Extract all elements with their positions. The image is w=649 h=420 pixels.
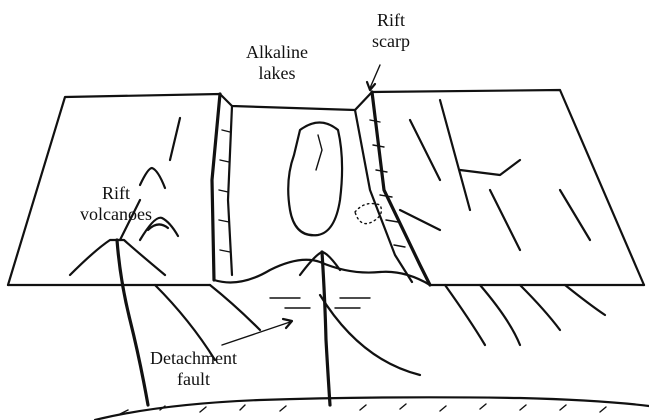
front-fault-7: [320, 295, 420, 375]
label-rift-scarp: Rift scarp: [372, 10, 410, 52]
left-block-line-1: [170, 118, 180, 160]
label-rift-scarp-line-2: scarp: [372, 31, 410, 52]
label-detachment-fault-line-1: Detachment: [150, 348, 237, 369]
front-fault-2: [210, 285, 260, 330]
front-fault-4: [480, 285, 520, 345]
front-fault-5: [520, 285, 560, 330]
right-block-fault-3: [460, 160, 520, 175]
alkaline-lake-outline: [288, 123, 342, 236]
label-rift-volcanoes-line-2: volcanoes: [80, 204, 152, 225]
right-rift-wall: [372, 92, 430, 285]
label-detachment-fault-line-2: fault: [150, 369, 237, 390]
right-block-fault-4: [490, 190, 520, 250]
volcano-central: [300, 252, 340, 275]
basal-layer-top: [95, 397, 649, 420]
front-fault-6: [565, 285, 605, 315]
lake-inner-line: [316, 135, 322, 170]
label-detachment-fault: Detachment fault: [150, 348, 237, 390]
label-rift-scarp-line-1: Rift: [372, 10, 410, 31]
front-fault-3: [445, 285, 485, 345]
right-block-fault-5: [560, 190, 590, 240]
label-rift-volcanoes-line-1: Rift: [80, 183, 152, 204]
right-block-fault-2: [440, 100, 470, 210]
magma-dike-center: [322, 252, 330, 405]
label-alkaline-lakes-line-2: lakes: [246, 63, 308, 84]
right-wall-hatching: [370, 120, 405, 247]
left-rift-wall: [212, 94, 220, 280]
rift-fill-marks: [270, 298, 370, 308]
right-block-fault-1: [410, 120, 440, 180]
label-alkaline-lakes-line-1: Alkaline: [246, 42, 308, 63]
right-block-fault-6: [400, 210, 440, 230]
label-alkaline-lakes: Alkaline lakes: [246, 42, 308, 84]
label-rift-volcanoes: Rift volcanoes: [80, 183, 152, 225]
magma-dike-left: [117, 240, 148, 405]
